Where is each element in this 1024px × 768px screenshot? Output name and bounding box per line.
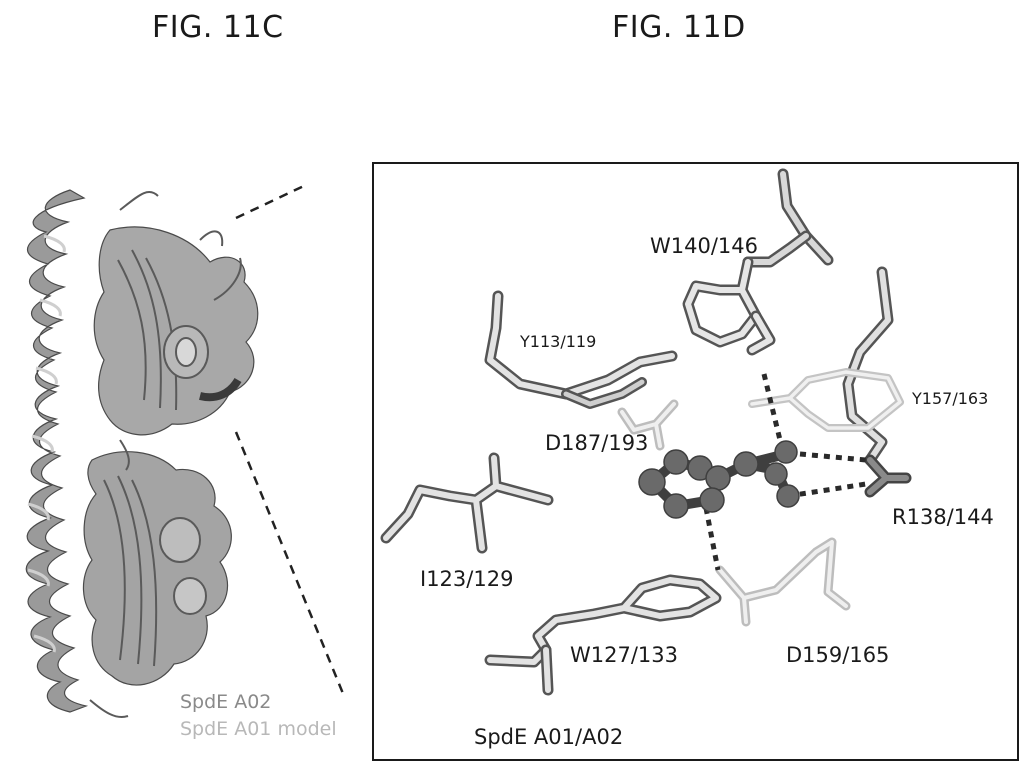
legend-spde-a01-model: SpdE A01 model xyxy=(180,718,337,740)
label-d159: D159/165 xyxy=(786,643,889,667)
label-y113: Y113/119 xyxy=(519,332,596,351)
label-i123: I123/129 xyxy=(420,567,513,591)
fig-11c-title: FIG. 11C xyxy=(152,10,284,45)
residue-w140-sticks xyxy=(682,168,834,356)
ligand-ball-and-stick xyxy=(638,440,800,519)
helix-left-highlights xyxy=(27,234,66,653)
label-r138: R138/144 xyxy=(892,505,994,529)
helix-left xyxy=(25,189,89,713)
upper-domain-strands xyxy=(117,191,242,411)
residue-y157-sticks xyxy=(748,266,904,466)
label-w140: W140/146 xyxy=(650,234,758,258)
label-w127: W127/133 xyxy=(570,643,678,667)
residue-y113-sticks xyxy=(484,290,678,409)
residue-i123-sticks xyxy=(380,452,554,554)
protein-ribbon-structure xyxy=(25,182,346,718)
residue-w127-sticks xyxy=(484,574,722,696)
active-site-sticks xyxy=(380,168,912,696)
residue-d159-sticks xyxy=(715,537,851,627)
lower-domain-strands xyxy=(89,439,207,718)
fig-11d-title: FIG. 11D xyxy=(612,10,746,45)
label-d187: D187/193 xyxy=(545,431,648,455)
legend-spde-a02: SpdE A02 xyxy=(180,691,271,713)
zoom-line-bottom xyxy=(234,431,346,697)
panel-caption: SpdE A01/A02 xyxy=(474,725,623,749)
residue-d187-sticks xyxy=(617,399,679,451)
residue-r138-sticks xyxy=(864,454,912,498)
lower-domain xyxy=(82,451,232,686)
label-y157: Y157/163 xyxy=(911,389,988,408)
hydrogen-bonds xyxy=(703,373,867,571)
zoom-line-top xyxy=(235,182,309,220)
